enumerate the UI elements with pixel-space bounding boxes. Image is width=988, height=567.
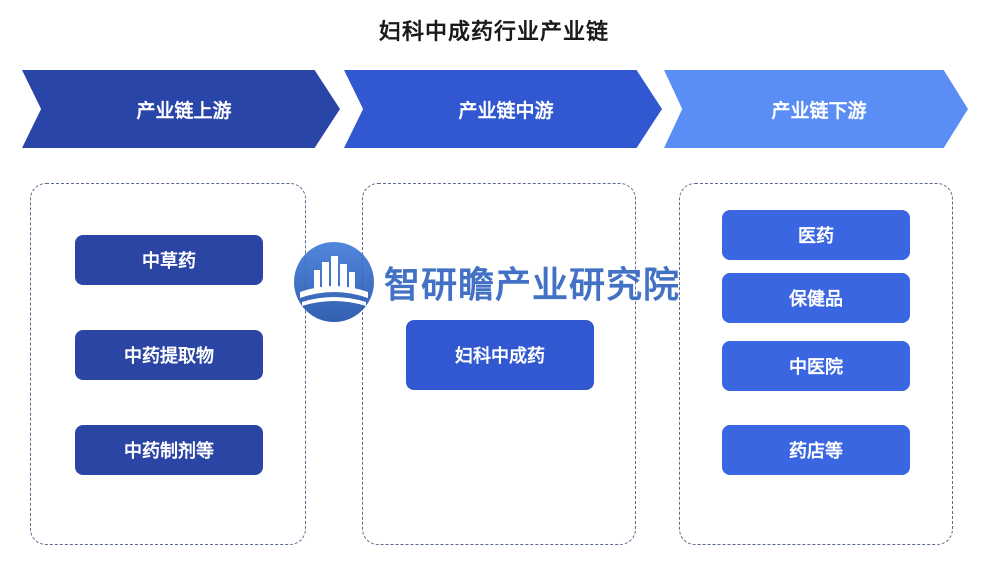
upstream-item: 中药制剂等 <box>75 425 263 475</box>
stage-midstream-arrow: 产业链中游 <box>344 70 662 148</box>
stage-downstream-arrow: 产业链下游 <box>664 70 968 148</box>
midstream-column <box>362 183 636 545</box>
stage-upstream-label: 产业链上游 <box>136 99 232 122</box>
upstream-item: 中草药 <box>75 235 263 285</box>
upstream-column <box>30 183 306 545</box>
upstream-item: 中药提取物 <box>75 330 263 380</box>
downstream-item: 中医院 <box>722 341 910 391</box>
downstream-item: 保健品 <box>722 273 910 323</box>
stage-midstream-label: 产业链中游 <box>458 99 554 122</box>
downstream-item: 药店等 <box>722 425 910 475</box>
stage-upstream-arrow: 产业链上游 <box>22 70 340 148</box>
downstream-item: 医药 <box>722 210 910 260</box>
stage-downstream-label: 产业链下游 <box>771 99 867 122</box>
midstream-item: 妇科中成药 <box>406 320 594 390</box>
downstream-column <box>679 183 953 545</box>
diagram-title: 妇科中成药行业产业链 <box>378 20 609 45</box>
